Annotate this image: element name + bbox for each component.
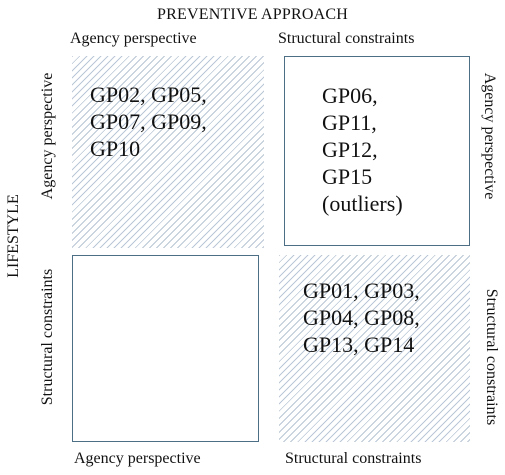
top-title: PREVENTIVE APPROACH (157, 6, 348, 23)
quadrant-top-left: GP02, GP05, GP07, GP09, GP10 (72, 56, 264, 248)
bottom-column-label-structural: Structural constraints (285, 450, 422, 467)
left-row-label-structural: Structural constraints (39, 268, 56, 406)
top-column-label-structural: Structural constraints (278, 30, 415, 47)
bottom-column-label-agency: Agency perspective (74, 450, 201, 467)
quadrant-top-right: GP06, GP11, GP12, GP15 (outliers) (284, 56, 470, 246)
quadrant-top-left-text: GP02, GP05, GP07, GP09, GP10 (90, 82, 207, 161)
left-row-label-agency: Agency perspective (39, 72, 56, 200)
quadrant-top-right-text: GP06, GP11, GP12, GP15 (outliers) (322, 83, 403, 216)
left-title: LIFESTYLE (5, 194, 22, 278)
right-row-label-structural: Structural constraints (483, 288, 500, 426)
top-column-label-agency: Agency perspective (70, 30, 197, 47)
quadrant-bottom-left (72, 255, 259, 442)
right-row-label-agency: Agency perspective (481, 72, 498, 200)
quadrant-bottom-right: GP01, GP03, GP04, GP08, GP13, GP14 (279, 255, 470, 442)
quadrant-bottom-right-text: GP01, GP03, GP04, GP08, GP13, GP14 (303, 278, 420, 357)
